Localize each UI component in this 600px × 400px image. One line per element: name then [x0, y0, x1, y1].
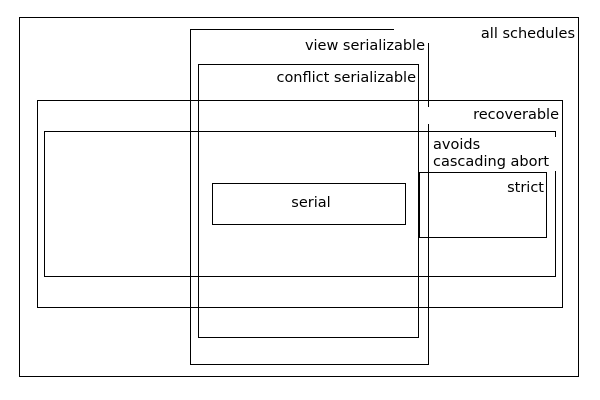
label-avoids-cascading-abort: avoids cascading abort: [431, 137, 560, 172]
region-strict: [419, 172, 547, 238]
label-view-serializable: view serializable: [240, 38, 427, 56]
label-conflict-serializable: conflict serializable: [220, 70, 418, 88]
label-serial: serial: [262, 195, 360, 213]
region-avoids-cascading-abort: [44, 131, 556, 277]
label-all-schedules: all schedules: [394, 26, 577, 44]
label-recoverable: recoverable: [420, 107, 561, 125]
region-serial: [212, 183, 406, 225]
region-conflict-serializable: [198, 64, 419, 338]
label-strict: strict: [449, 180, 546, 198]
region-view-serializable: [190, 29, 429, 365]
region-all-schedules: [19, 17, 579, 377]
region-recoverable: [37, 100, 563, 308]
